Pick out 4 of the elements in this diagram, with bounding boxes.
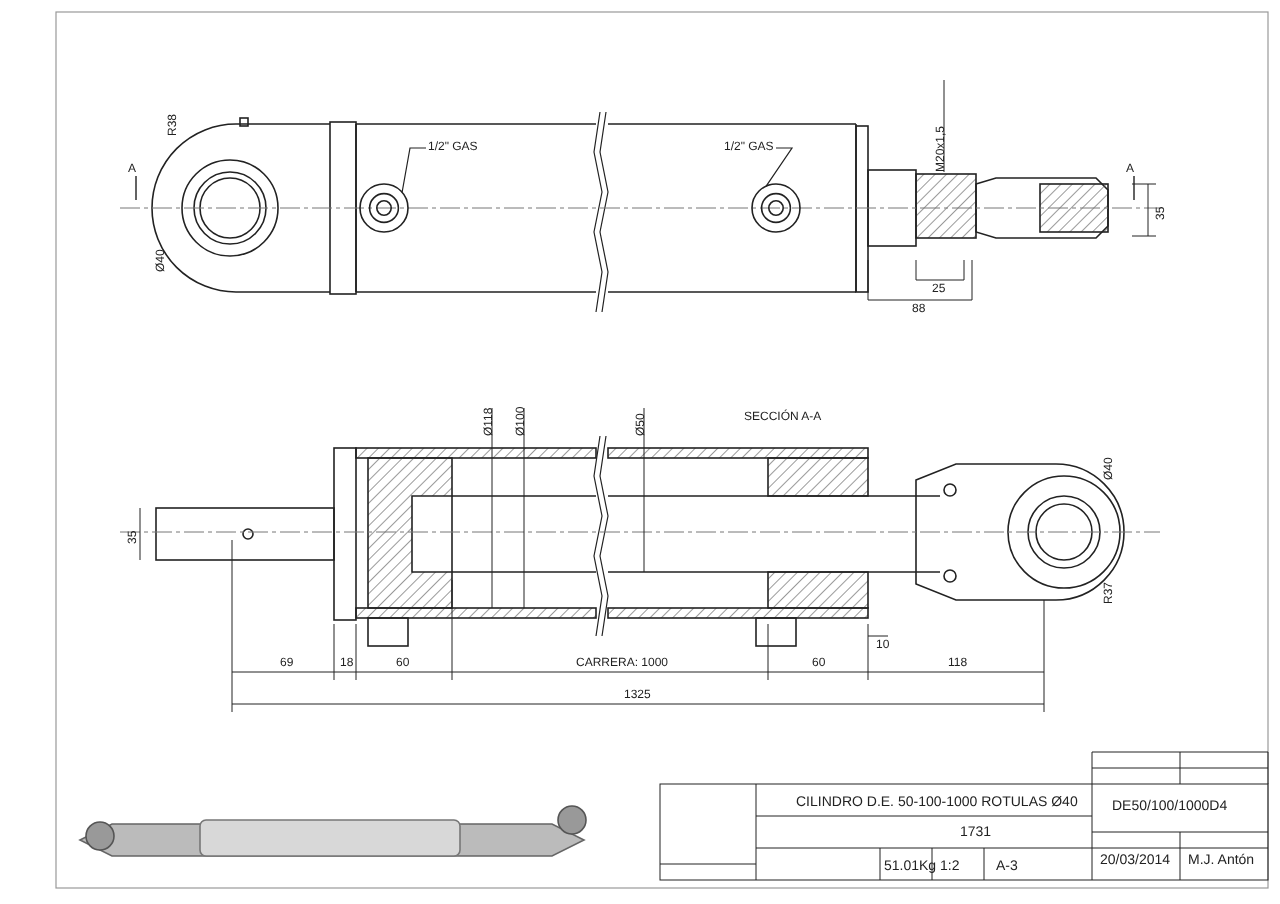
port-circle — [359, 183, 409, 233]
leader-line — [765, 147, 794, 187]
leader-line — [401, 147, 427, 193]
port-circle — [751, 183, 801, 233]
